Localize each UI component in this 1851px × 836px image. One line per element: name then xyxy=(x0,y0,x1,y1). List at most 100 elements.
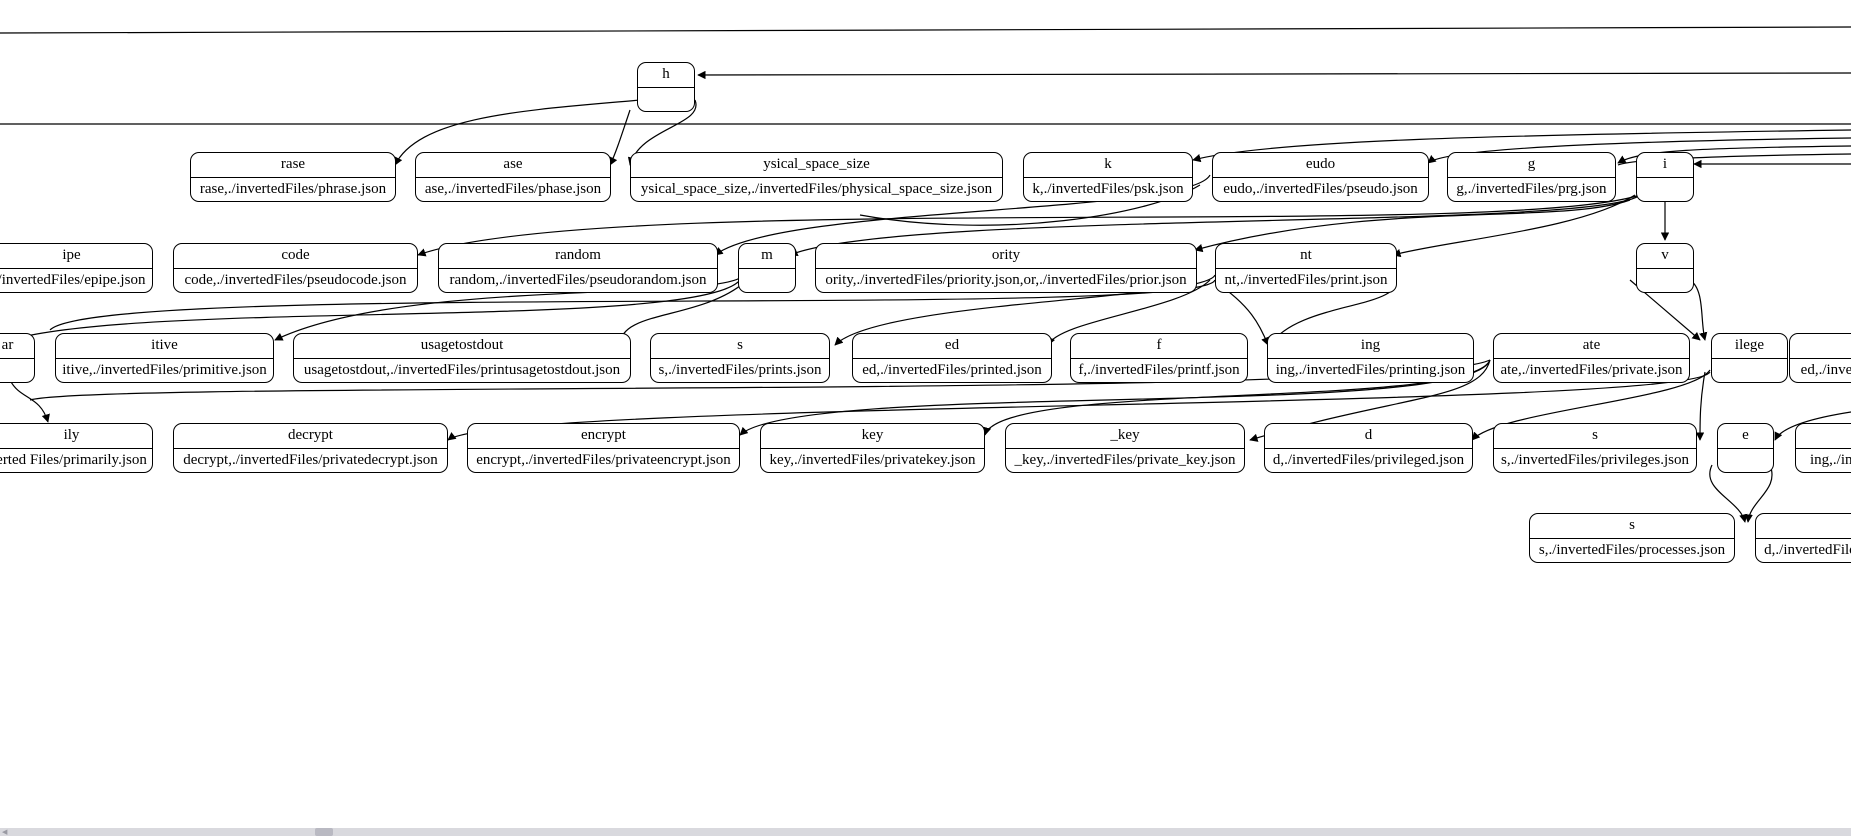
node-key-label: itive xyxy=(56,334,273,359)
node-value-label: itive,./invertedFiles/primitive.json xyxy=(62,361,267,378)
node-key-label: h xyxy=(638,63,694,88)
node-key-label: d xyxy=(1265,424,1472,449)
node-key-label: decrypt xyxy=(174,424,447,449)
node-value-label: ing,./invertedFiles/printing.json xyxy=(1275,361,1466,378)
record-node-v[interactable]: v xyxy=(1636,243,1694,293)
node-key-label: ar xyxy=(0,334,34,359)
node-key-label: e xyxy=(1718,424,1773,449)
horizontal-scrollbar[interactable]: ◀ xyxy=(0,828,1851,836)
node-value-label: key,./invertedFiles/privatekey.json xyxy=(769,451,976,468)
record-node-ing2[interactable]: ing,./inv xyxy=(1795,423,1851,473)
node-key-label: encrypt xyxy=(468,424,739,449)
node-value-label: encrypt,./invertedFiles/privateencrypt.j… xyxy=(476,451,731,468)
record-node-key[interactable]: key key,./invertedFiles/privatekey.json xyxy=(760,423,985,473)
record-node-e[interactable]: e xyxy=(1717,423,1774,473)
record-node-_key[interactable]: _key _key,./invertedFiles/private_key.jso… xyxy=(1005,423,1245,473)
node-key-label: k xyxy=(1024,153,1192,178)
record-node-s1[interactable]: s s,./invertedFiles/prints.json xyxy=(650,333,830,383)
record-node-ed[interactable]: ed ed,./invertedFiles/printed.json xyxy=(852,333,1052,383)
node-value-label: eudo,./invertedFiles/pseudo.json xyxy=(1223,180,1418,197)
record-node-ed2[interactable]: ed,./inver xyxy=(1789,333,1851,383)
record-node-decrypt[interactable]: decrypt decrypt,./invertedFiles/privatede… xyxy=(173,423,448,473)
node-value-label: k,./invertedFiles/psk.json xyxy=(1032,180,1184,197)
node-key-label: rase xyxy=(191,153,395,178)
record-node-ar[interactable]: ar xyxy=(0,333,35,383)
node-key-label: i xyxy=(1637,153,1693,178)
node-key-label: ed xyxy=(853,334,1051,359)
node-key-label xyxy=(1796,424,1851,449)
node-value-label: s,./invertedFiles/privileges.json xyxy=(1501,451,1689,468)
node-key-label: ing xyxy=(1268,334,1473,359)
edge xyxy=(609,109,631,166)
node-value-label: ate,./invertedFiles/private.json xyxy=(1500,361,1683,378)
node-value-label: ed,./invertedFiles/printed.json xyxy=(862,361,1042,378)
node-value-label: d,./invertedFile xyxy=(1764,541,1851,558)
node-key-label: m xyxy=(739,244,795,269)
node-key-label: code xyxy=(174,244,417,269)
record-node-k[interactable]: k k,./invertedFiles/psk.json xyxy=(1023,152,1193,202)
node-key-label: ipe xyxy=(0,244,152,269)
record-node-encrypt[interactable]: encrypt encrypt,./invertedFiles/privateen… xyxy=(467,423,740,473)
node-key-label: ysical_space_size xyxy=(631,153,1002,178)
record-node-d2[interactable]: d,./invertedFile xyxy=(1755,513,1851,563)
node-value-label xyxy=(1637,269,1693,293)
node-key-label xyxy=(1756,514,1851,539)
scroll-left-icon[interactable]: ◀ xyxy=(2,828,8,836)
record-node-itive[interactable]: itive itive,./invertedFiles/primitive.jso… xyxy=(55,333,274,383)
scrollbar-thumb[interactable] xyxy=(315,828,333,836)
node-key-label: _key xyxy=(1006,424,1244,449)
node-key-label: usagetostdout xyxy=(294,334,630,359)
node-key-label: g xyxy=(1448,153,1615,178)
node-value-label: ysical_space_size,./invertedFiles/physic… xyxy=(640,180,993,197)
node-key-label: v xyxy=(1637,244,1693,269)
node-value-label: code,./invertedFiles/pseudocode.json xyxy=(184,271,407,288)
record-node-eudo[interactable]: eudo eudo,./invertedFiles/pseudo.json xyxy=(1212,152,1429,202)
node-key-label: s xyxy=(651,334,829,359)
node-value-label: nt,./invertedFiles/print.json xyxy=(1224,271,1388,288)
node-value-label xyxy=(1712,359,1787,383)
record-node-ipe[interactable]: ipe/invertedFiles/epipe.json xyxy=(0,243,153,293)
node-value-label xyxy=(638,88,694,112)
node-value-label xyxy=(0,359,34,383)
edge xyxy=(417,194,1641,257)
node-value-label xyxy=(1637,178,1693,202)
record-node-m[interactable]: m xyxy=(738,243,796,293)
edge xyxy=(697,70,1851,80)
edge xyxy=(1709,464,1748,523)
node-value-label: rase,./invertedFiles/phrase.json xyxy=(199,180,387,197)
record-node-ysical[interactable]: ysical_space_size ysical_space_size,./inv… xyxy=(630,152,1003,202)
node-value-label: ase,./invertedFiles/phase.json xyxy=(424,180,602,197)
node-value-label xyxy=(739,269,795,293)
record-node-i[interactable]: i xyxy=(1636,152,1694,202)
node-value-label: s,./invertedFiles/processes.json xyxy=(1538,541,1726,558)
record-node-code[interactable]: code code,./invertedFiles/pseudocode.json xyxy=(173,243,418,293)
node-value-label xyxy=(1718,449,1773,473)
node-key-label: eudo xyxy=(1213,153,1428,178)
record-node-ilege[interactable]: ilege xyxy=(1711,333,1788,383)
record-node-h[interactable]: h xyxy=(637,62,695,112)
node-key-label: random xyxy=(439,244,717,269)
node-value-label: s,./invertedFiles/prints.json xyxy=(658,361,822,378)
node-value-label: _key,./invertedFiles/private_key.json xyxy=(1014,451,1236,468)
edge xyxy=(1047,279,1211,346)
node-value-label: ing,./inv xyxy=(1809,451,1851,468)
edge xyxy=(49,279,1216,331)
node-key-label: key xyxy=(761,424,984,449)
edge xyxy=(1744,464,1773,523)
record-node-rase[interactable]: rase rase,./invertedFiles/phrase.json xyxy=(190,152,396,202)
record-node-ing[interactable]: ing ing,./invertedFiles/printing.json xyxy=(1267,333,1474,383)
node-value-label: decrypt,./invertedFiles/privatedecrypt.j… xyxy=(183,451,438,468)
